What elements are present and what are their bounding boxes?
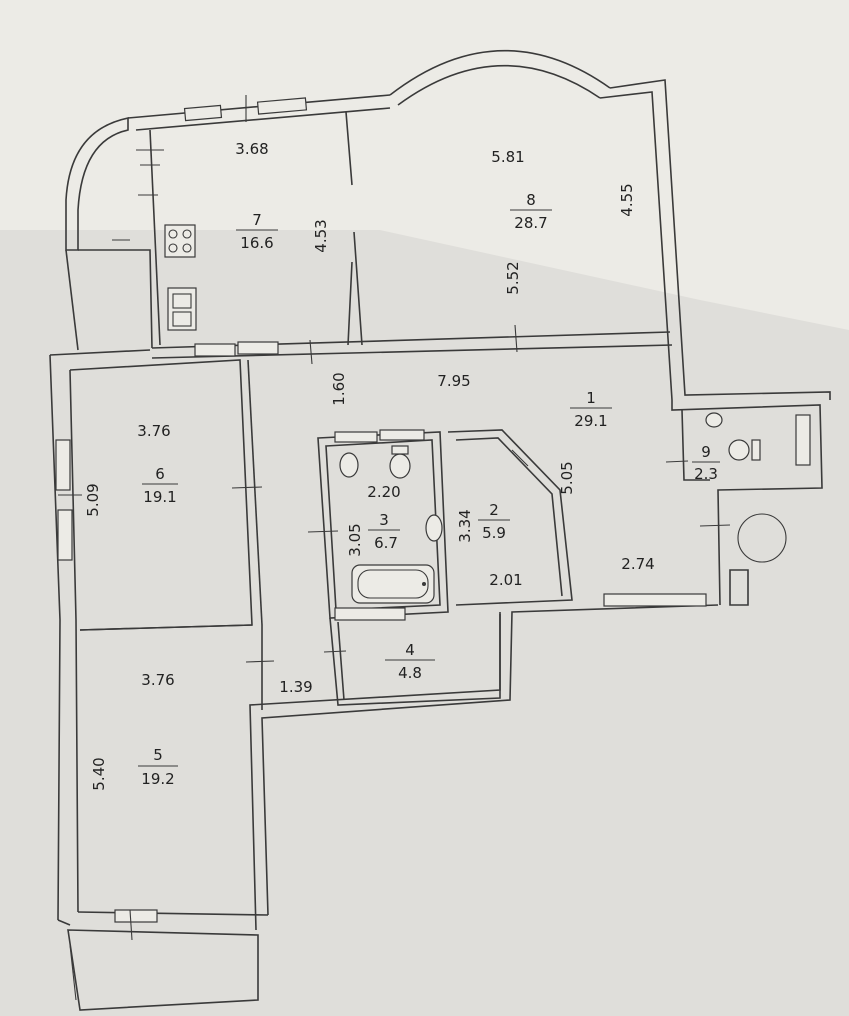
- window: [194, 343, 236, 357]
- window: [256, 97, 308, 115]
- fixtures: [164, 224, 787, 604]
- room-3-area: 6.7: [374, 534, 398, 552]
- room-3-number: 3: [379, 511, 389, 529]
- room-4-number: 4: [405, 641, 415, 659]
- dim-living-depth: 5.52: [504, 261, 522, 294]
- dim-kitchen-width: 3.68: [235, 140, 268, 158]
- interior-walls: [69, 111, 673, 710]
- dim-kitchen-depth: 4.53: [312, 219, 330, 252]
- room-5-number: 5: [153, 746, 163, 764]
- room-2-number: 2: [489, 501, 499, 519]
- room-1-number: 1: [586, 389, 596, 407]
- window: [55, 439, 71, 491]
- window: [603, 593, 707, 607]
- washbasin-icon: [425, 514, 443, 542]
- tick-marks: [58, 95, 731, 941]
- dim-bath-depth: 3.05: [346, 523, 364, 556]
- column-circle: [737, 513, 787, 563]
- room-8-number: 8: [526, 191, 536, 209]
- dim-hall-tail: 2.74: [621, 555, 654, 573]
- dim-bed5-depth: 5.40: [90, 757, 108, 790]
- sink-icon: [167, 287, 197, 331]
- window: [57, 509, 73, 561]
- paper-shadow: [0, 230, 849, 1016]
- room-7-number: 7: [252, 211, 262, 229]
- window: [379, 429, 425, 441]
- window: [183, 104, 223, 122]
- dim-corridor-width: 1.39: [279, 678, 312, 696]
- bathtub-icon: [351, 564, 435, 604]
- dim-hall-length: 7.95: [437, 372, 470, 390]
- dim-bed6-depth: 5.09: [84, 483, 102, 516]
- window: [114, 909, 158, 923]
- room-labels: 7 16.6 8 28.7 1 29.1 6 19.1 3 6.7 2 5.9 …: [141, 191, 718, 788]
- dim-living-width: 5.81: [491, 148, 524, 166]
- dim-bath-width: 2.20: [367, 483, 400, 501]
- room-1-area: 29.1: [574, 412, 607, 430]
- dim-bed6-width: 3.76: [137, 422, 170, 440]
- dim-hall-gap: 1.60: [330, 372, 348, 405]
- room-2-area: 5.9: [482, 524, 506, 542]
- dim-living-depth-right: 4.55: [618, 183, 636, 216]
- dim-wc-depth: 3.34: [456, 509, 474, 542]
- room-7-area: 16.6: [240, 234, 273, 252]
- room-9-area: 2.3: [694, 465, 718, 483]
- room-5-area: 19.2: [141, 770, 174, 788]
- dim-wc-width: 2.01: [489, 571, 522, 589]
- dim-hall-depth: 5.05: [558, 461, 576, 494]
- outer-walls: [49, 49, 831, 1011]
- room-8-area: 28.7: [514, 214, 547, 232]
- room-6-number: 6: [155, 465, 165, 483]
- room-6-area: 19.1: [143, 488, 176, 506]
- dim-bed5-width: 3.76: [141, 671, 174, 689]
- window: [795, 414, 811, 466]
- windows: [55, 97, 811, 923]
- toilet-icon: [705, 412, 761, 461]
- window: [334, 431, 378, 443]
- window: [334, 607, 406, 621]
- room-9-number: 9: [701, 443, 711, 461]
- room-4-area: 4.8: [398, 664, 422, 682]
- dimension-labels: 3.68 4.53 5.81 4.55 5.52 1.60 7.95 5.05 …: [84, 140, 655, 791]
- window: [237, 341, 279, 355]
- toilet-icon: [339, 445, 411, 479]
- fraction-bars: [138, 209, 720, 767]
- stove-icon: [164, 224, 196, 258]
